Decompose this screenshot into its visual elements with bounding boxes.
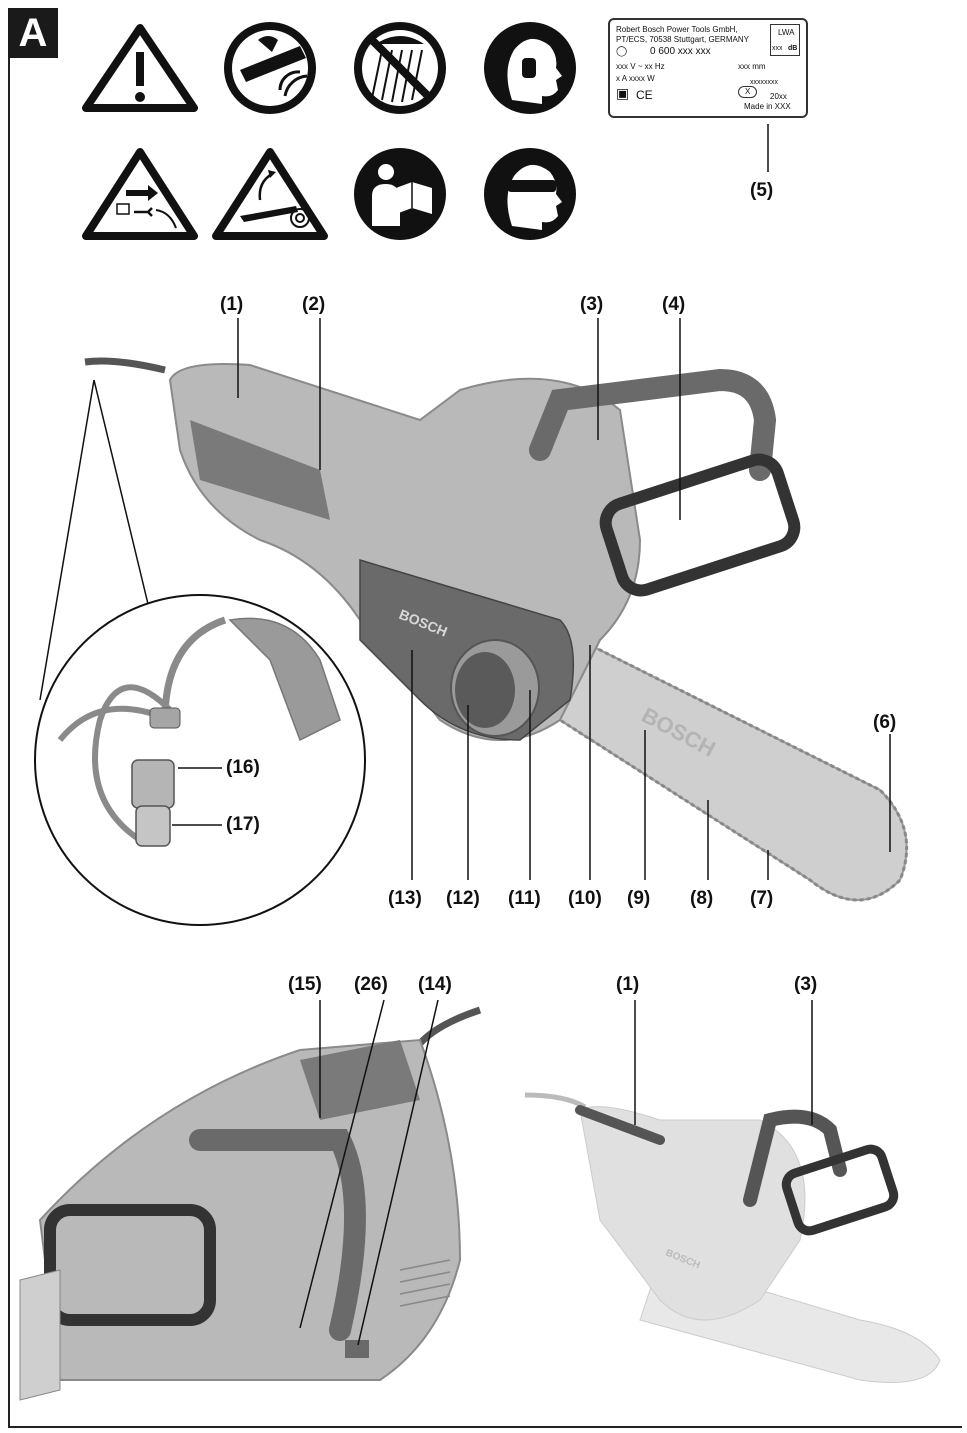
callout-12: (12)	[446, 888, 480, 909]
hearing-protection-icon	[484, 22, 576, 114]
kickback-warning-icon	[224, 22, 316, 114]
callout-2: (2)	[302, 294, 326, 315]
nameplate-ce-mark: CE	[636, 88, 653, 102]
callout-11: (11)	[508, 888, 541, 909]
nameplate-bar-length: xxx mm	[738, 62, 766, 71]
sound-level-box	[770, 24, 800, 56]
plug-inset	[34, 379, 366, 926]
nameplate-db-value: xxx	[772, 45, 783, 52]
general-warning-icon	[82, 24, 198, 112]
callout-26: (26)	[354, 974, 388, 995]
callout-16: (16)	[226, 757, 260, 778]
nameplate-db-unit: dB	[788, 45, 798, 52]
callout-3-small: (3)	[794, 974, 818, 995]
callout-10: (10)	[568, 888, 602, 909]
callout-17: (17)	[226, 814, 260, 835]
nameplate-company: Robert Bosch Power Tools GmbH,	[616, 25, 738, 34]
callout-4: (4)	[662, 294, 686, 315]
callout-3: (3)	[580, 294, 604, 315]
nameplate-part-number: 0 600 xxx xxx	[650, 46, 711, 57]
nameplate-power: x A xxxx W	[616, 74, 655, 83]
callout-5: (5)	[750, 180, 774, 201]
leader-lines	[237, 124, 891, 1346]
callout-1-small: (1)	[616, 974, 640, 995]
chainsaw-main: BOSCH BOSCH	[84, 357, 909, 902]
chainsaw-handles-view: BOSCH	[524, 1092, 941, 1383]
nameplate-serial: xxxxxxxx	[750, 79, 778, 86]
eye-protection-icon	[484, 148, 576, 240]
read-manual-icon	[354, 148, 446, 240]
callout-14: (14)	[418, 974, 452, 995]
callout-6: (6)	[873, 712, 897, 733]
nameplate-address: PT/ECS, 70538 Stuttgart, GERMANY	[616, 35, 749, 44]
nameplate-made-in: Made in XXX	[744, 102, 791, 111]
double-insulation-icon: ▣	[616, 85, 630, 101]
nameplate-lwa-label: LWA	[778, 28, 795, 37]
nameplate-bosch-logo-icon: ◯	[616, 46, 628, 57]
callout-8: (8)	[690, 888, 714, 909]
nameplate-x-mark: X	[738, 86, 758, 98]
chainsaw-rear-view	[19, 1006, 482, 1401]
rating-nameplate: Robert Bosch Power Tools GmbH, PT/ECS, 7…	[608, 18, 808, 118]
callout-15: (15)	[288, 974, 322, 995]
nameplate-voltage: xxx V ~ xx Hz	[616, 62, 665, 71]
callout-7: (7)	[750, 888, 774, 909]
callout-9: (9)	[627, 888, 651, 909]
no-rain-icon	[354, 22, 446, 114]
callout-13: (13)	[388, 888, 422, 909]
page-frame	[8, 8, 962, 1428]
kickback-bar-icon	[212, 148, 328, 240]
unplug-warning-icon	[82, 148, 198, 240]
nameplate-year: 20xx	[770, 92, 787, 101]
section-letter: A	[8, 8, 58, 58]
callout-1: (1)	[220, 294, 244, 315]
